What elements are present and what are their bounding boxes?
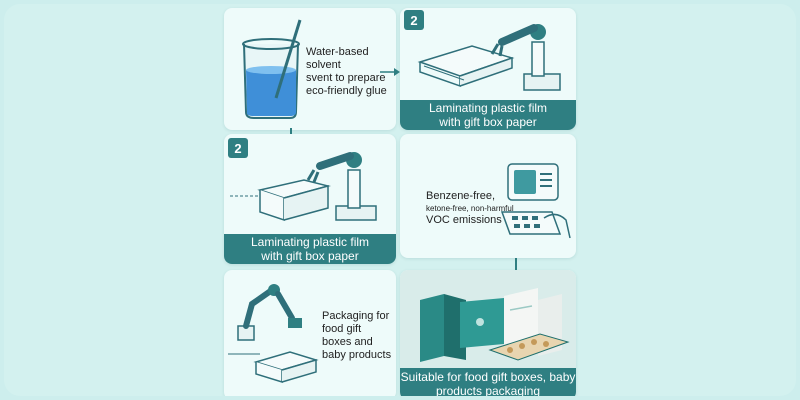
caption-line: Laminating plastic film [250, 235, 370, 249]
step-caption: Laminating plastic film with gift box pa… [400, 100, 576, 130]
connector-line [515, 258, 517, 276]
step-text-voc: Benzene-free, ketone-free, non-harmful V… [426, 190, 514, 227]
step-line: svent to prepare [306, 72, 386, 84]
step-panel-glue: Water-based solvent svent to prepare eco… [224, 8, 396, 130]
caption-line: with gift box paper [439, 115, 537, 129]
step-panel-packaging: Packaging for food gift boxes and baby p… [224, 270, 396, 396]
diagram-frame: Water-based solvent svent to prepare eco… [4, 4, 796, 396]
step-panel-laminating-top: 2 Laminating plastic film with gift box … [400, 8, 576, 130]
step-caption: Suitable for food gift boxes, baby produ… [400, 368, 576, 396]
step-line: Packaging for [322, 310, 390, 322]
caption-line: Laminating plastic film [428, 101, 548, 115]
arrow-right-icon [380, 68, 400, 76]
robot-arm-icon [230, 152, 377, 222]
step-line: baby products [322, 349, 392, 361]
step-line: eco-friendly glue [306, 85, 387, 97]
step-badge: 2 [404, 10, 424, 30]
control-panel-icon [500, 163, 571, 239]
caption-line: Suitable for food gift boxes, baby [400, 370, 576, 384]
step-panel-laminating-middle: 2 Laminating plastic film with gift box … [224, 134, 396, 264]
step-text-glue: Water-based solvent svent to prepare eco… [306, 46, 396, 98]
step-line: Water-based solvent [306, 46, 369, 71]
step-line: ketone-free, non-harmful [426, 204, 514, 213]
step-line: food gift [322, 323, 362, 335]
robot-arm-icon [417, 24, 561, 91]
robot-arm-icon [228, 284, 319, 384]
step-line: Benzene-free, [426, 190, 496, 202]
step-panel-voc: Benzene-free, ketone-free, non-harmful V… [400, 134, 576, 258]
step-line: VOC emissions [426, 214, 502, 226]
gift-boxes-illustration [400, 270, 576, 370]
step-text-packaging: Packaging for food gift boxes and baby p… [322, 310, 396, 362]
step-caption: Laminating plastic film with gift box pa… [224, 234, 396, 264]
caption-line: products packaging [435, 384, 541, 396]
step-panel-suitable: 4 Suitable for food gift boxes, baby pro… [400, 270, 576, 396]
beaker-icon [242, 19, 302, 119]
caption-line: with gift box paper [261, 249, 359, 263]
step-badge: 2 [228, 138, 248, 158]
step-line: boxes and [322, 336, 373, 348]
